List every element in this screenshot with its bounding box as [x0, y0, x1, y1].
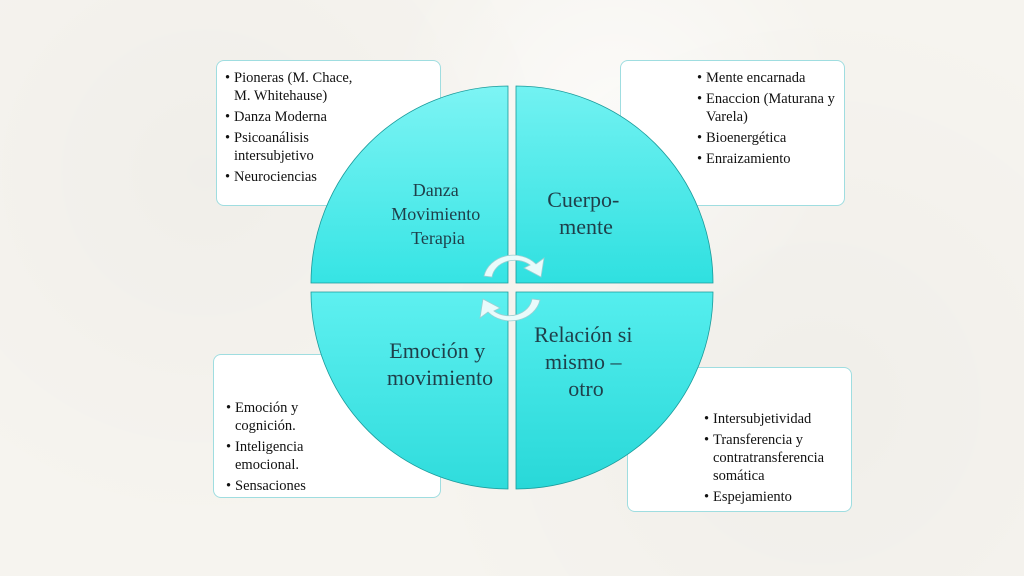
bullet-item: Danza Moderna [225, 108, 365, 126]
bullet-item: Inteligencia emocional. [226, 438, 326, 474]
bullet-item: Neurociencias [225, 168, 365, 186]
bullet-item: Sensaciones [226, 477, 326, 495]
bullet-list-top-right: Mente encarnada Enaccion (Maturana y Var… [697, 69, 836, 168]
bullet-item: Emoción y cognición. [226, 399, 326, 435]
quadrant-bottom-right [515, 291, 714, 490]
bullet-item: Pioneras (M. Chace, M. Whitehause) [225, 69, 365, 105]
bullet-list-bottom-left: Emoción y cognición. Inteligencia emocio… [226, 399, 326, 495]
quadrant-label-bottom-left: Emoción y movimiento [387, 338, 493, 390]
quadrant-top-right [515, 85, 714, 284]
bullet-item: Psicoanálisis intersubjetivo [225, 129, 365, 165]
quadrant-label-bottom-right: Relación si mismo – otro [534, 322, 638, 401]
bullet-item: Mente encarnada [697, 69, 836, 87]
circular-arrows-icon [479, 254, 545, 322]
quadrant-top-left [310, 85, 509, 284]
quadrant-label-top-right: Cuerpo- mente [547, 187, 625, 239]
bullet-item: Enaccion (Maturana y Varela) [697, 90, 836, 126]
bullet-item: Espejamiento [704, 488, 845, 506]
bullet-list-top-left: Pioneras (M. Chace, M. Whitehause) Danza… [225, 69, 365, 186]
bullet-item: Enraizamiento [697, 150, 836, 168]
bullet-list-bottom-right: Intersubjetividad Transferencia y contra… [704, 410, 845, 506]
bullet-item: Bioenergética [697, 129, 836, 147]
bullet-item: Intersubjetividad [704, 410, 845, 428]
bullet-item: Transferencia y contratransferencia somá… [704, 431, 845, 485]
quadrant-bottom-left [310, 291, 509, 490]
quadrant-label-top-left: Danza Movimiento Terapia [391, 180, 485, 248]
